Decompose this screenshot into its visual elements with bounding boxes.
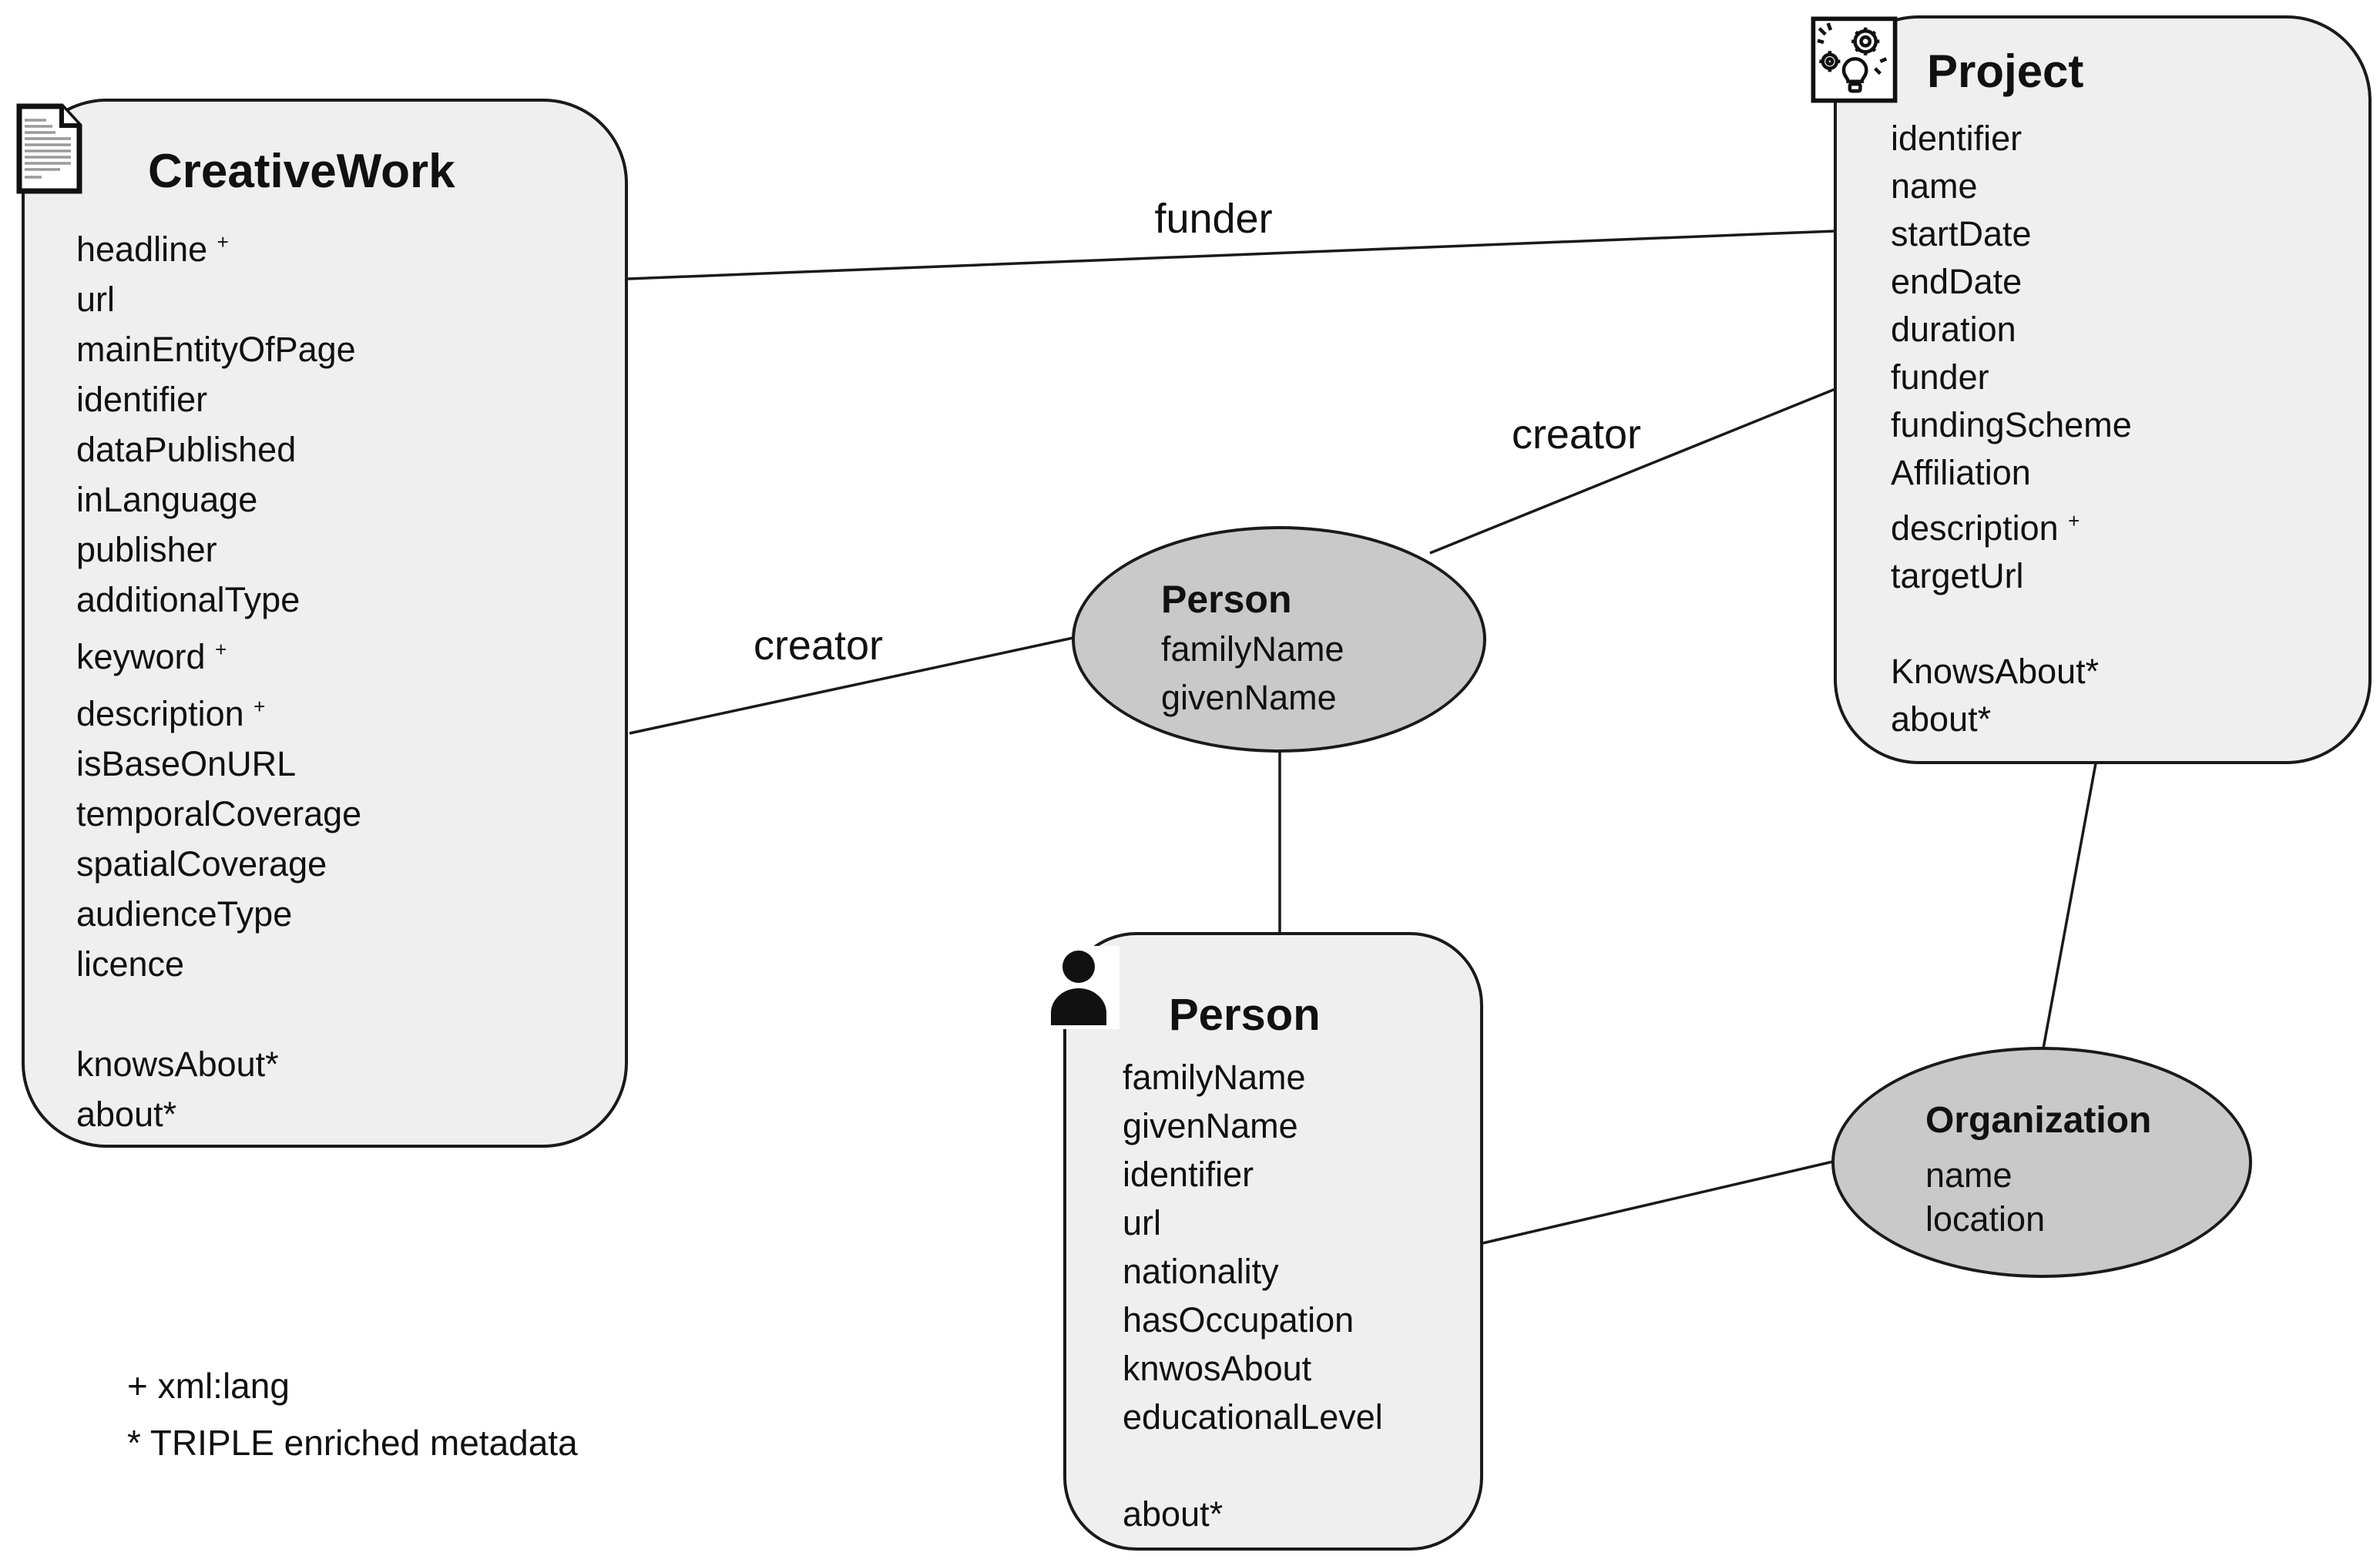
attribute-label: funder [1891,357,1989,397]
node-organization-title: Organization [1925,1100,2152,1141]
node-person-title: Person [1169,990,1321,1040]
attribute-label: keyword + [76,637,227,676]
attribute-label: identifier [76,380,208,419]
attribute-label: knowsAbout* [76,1045,279,1084]
node-project-title: Project [1927,45,2084,97]
edge-label-creator-right: creator [1512,411,1641,458]
attribute-label: about* [1123,1494,1224,1534]
attribute-label: hasOccupation [1123,1300,1354,1340]
lightbulb-gears-icon [1811,16,1898,103]
attribute-label: fundingScheme [1891,405,2132,444]
attribute-label: educationalLevel [1123,1397,1383,1437]
legend-line-triple: * TRIPLE enriched metadata [127,1423,578,1463]
edge-creator-creativework [629,636,1074,735]
node-person-attributes: familyName givenName identifier url national… [1123,1053,1383,1538]
attribute-label: location [1925,1199,2046,1239]
attribute-label: name [1891,166,1978,206]
attribute-label: isBaseOnURL [76,744,297,783]
attribute-label: description + [1891,508,2080,548]
attribute-label: givenName [1161,678,1337,717]
attribute-label: KnowsAbout* [1891,652,2100,691]
attribute-label: spatialCoverage [76,844,327,884]
person-icon [1045,946,1120,1029]
attribute-label [76,989,361,1039]
node-person: Person familyName givenName identifier url n… [1063,932,1483,1551]
attribute-label [1891,600,2132,648]
node-person-role-title: Person [1161,578,1292,621]
attribute-label: publisher [76,530,217,569]
document-icon [16,103,82,194]
attribute-label: nationality [1123,1252,1279,1291]
attribute-label: familyName [1161,629,1344,669]
attribute-label: endDate [1891,262,2022,301]
attribute-label: identifier [1123,1155,1254,1194]
attribute-label: about* [1891,699,1992,739]
node-project: Project identifier name startDate endDate du… [1834,15,2372,764]
attribute-label: url [76,280,116,319]
attribute-label: inLanguage [76,480,258,519]
node-creativework-attributes: headline + url mainEntityOfPage identifier d… [76,217,361,1139]
attribute-label: description + [76,694,266,733]
attribute-label: mainEntityOfPage [76,330,356,369]
edge-label-funder: funder [1154,196,1272,242]
attribute-label: Affiliation [1891,453,2031,492]
attribute-label: dataPublished [76,430,297,469]
attribute-label: targetUrl [1891,556,2024,595]
node-person-role-attributes: familyName givenName [1161,625,1344,722]
attribute-label [1123,1441,1383,1490]
edge-person-organization [1482,1160,1834,1245]
attribute-label: startDate [1891,214,2032,253]
attribute-label: familyName [1123,1058,1306,1097]
attribute-label: url [1123,1203,1162,1242]
node-person-role: Person familyName givenName [1072,526,1486,753]
attribute-label: additionalType [76,580,300,619]
edge-project-organization [2042,763,2097,1049]
edge-funder [627,230,1836,280]
attribute-label: headline + [76,230,229,269]
attribute-label: temporalCoverage [76,794,362,833]
node-creativework-title: CreativeWork [148,145,455,198]
attribute-label: knwosAbout [1123,1349,1312,1388]
attribute-label: name [1925,1155,2012,1195]
attribute-label: about* [76,1095,177,1134]
attribute-label: identifier [1891,119,2022,158]
attribute-label: licence [76,944,185,984]
attribute-label: audienceType [76,894,293,934]
edge-creator-project [1429,387,1836,555]
legend: + xml:lang * TRIPLE enriched metadata [127,1357,578,1471]
attribute-label: givenName [1123,1106,1298,1145]
node-creativework: CreativeWork headline + url mainEntityOfPa… [22,99,628,1148]
legend-line-xml-lang: + xml:lang [127,1366,290,1406]
node-project-attributes: identifier name startDate endDate duration fu… [1891,115,2132,743]
edge-label-creator-left: creator [754,622,883,669]
attribute-label: duration [1891,310,2016,349]
